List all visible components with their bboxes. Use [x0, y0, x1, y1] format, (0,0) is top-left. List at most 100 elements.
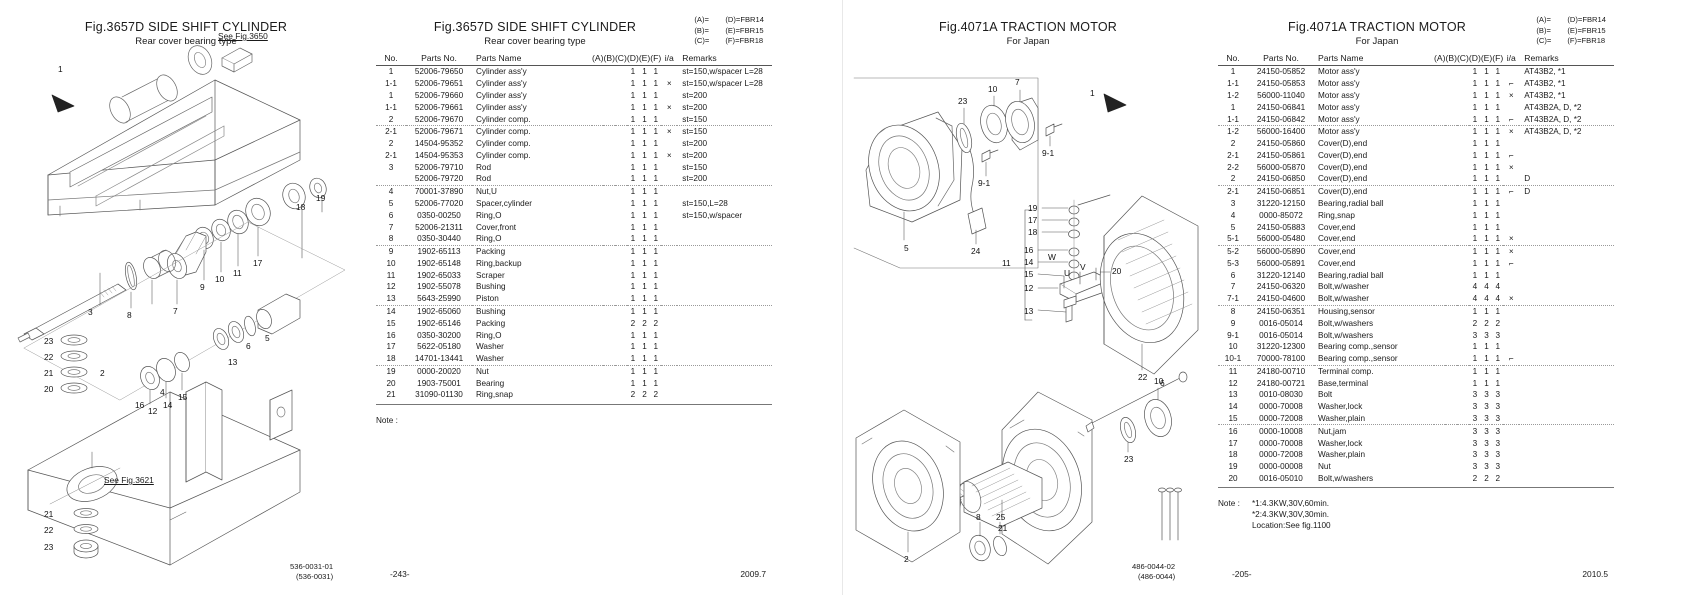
cell-qty-a — [1434, 449, 1445, 461]
cell-no: 10-1 — [1224, 354, 1242, 364]
cell-parts-no: 31220-12140 — [1256, 270, 1306, 280]
callout-r17: 17 — [1028, 215, 1038, 225]
cell-qty-b — [1445, 317, 1456, 329]
cell-qty-a — [1434, 353, 1445, 365]
callout-11: 11 — [233, 268, 242, 278]
cell-remarks: D — [1519, 184, 1614, 198]
right-table-header-row: No. Parts No. Parts Name (A) (B) (C) (D)… — [1218, 53, 1614, 66]
cell-qty-c — [1456, 244, 1469, 258]
callout-r6: 8 — [976, 512, 981, 522]
left-table-header-row: No. Parts No. Parts Name (A) (B) (C) (D)… — [376, 53, 772, 66]
cell-qty-d: 2 — [1472, 473, 1478, 483]
cell-qty-e: 3 — [1480, 424, 1493, 438]
cell-qty-d: 1 — [1468, 304, 1481, 318]
cell-qty-f: 1 — [653, 354, 659, 364]
cell-parts-name: Cover,end — [1318, 234, 1356, 244]
cell-parts-no: 56000-05870 — [1256, 162, 1306, 172]
cell-qty-e: 2 — [1484, 318, 1489, 328]
see-fig-3621-link[interactable]: See Fig.3621 — [104, 475, 154, 485]
cell-parts-no: 31220-12300 — [1256, 342, 1306, 352]
cell-qty-b — [603, 317, 614, 329]
cell-qty-e: 3 — [1484, 330, 1489, 340]
cell-ia — [661, 66, 677, 78]
cell-no: 2 — [1230, 174, 1236, 184]
cell-qty-a — [592, 377, 603, 389]
cell-qty-c — [1457, 269, 1469, 281]
cell-qty-b — [603, 389, 614, 401]
cell-qty-e: 1 — [1484, 234, 1489, 244]
cell-qty-e: 1 — [642, 294, 647, 304]
cell-qty-b — [603, 353, 614, 365]
cell-remarks: AT43B2A, D, *2 — [1519, 124, 1614, 138]
cell-remarks — [1519, 244, 1614, 258]
cell-qty-f: 1 — [653, 139, 659, 149]
cell-qty-d: 2 — [1472, 318, 1478, 328]
cell-qty-a — [592, 329, 603, 341]
see-fig-3650-link[interactable]: See Fig.3650 — [218, 31, 268, 41]
